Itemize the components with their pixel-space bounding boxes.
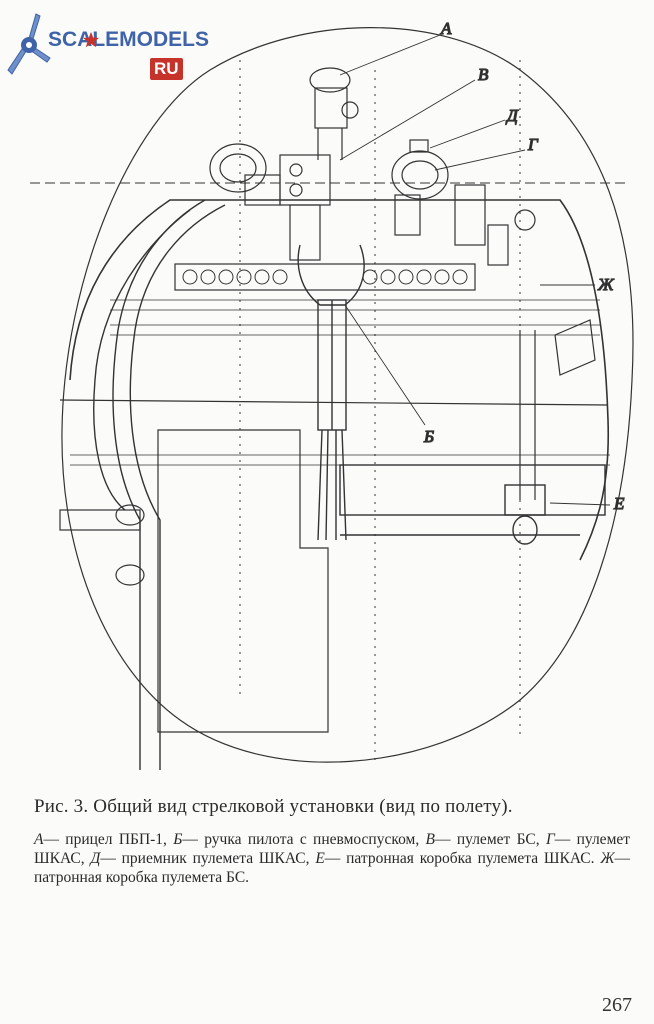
legend-item: В— пулемет БС, <box>426 831 540 848</box>
callout-e: Е <box>613 494 625 513</box>
rivet-row <box>70 299 610 466</box>
bs-machine-gun <box>244 154 331 261</box>
legend-item: А— прицел ПБП-1, <box>34 831 167 848</box>
legend-text: — пулемет БС, <box>435 831 540 848</box>
shkas-receiver <box>409 139 486 246</box>
callout-d: Д <box>505 106 519 125</box>
ammo-holes <box>182 269 468 285</box>
legend-key: Г <box>545 831 555 848</box>
legend-key: Ж <box>600 850 615 867</box>
inner-frame-inner <box>59 399 609 406</box>
gun-installation-drawing: А В Д Г Ж Б Е <box>30 18 634 770</box>
legend-text: — ручка пилота с пневмоспуском, <box>182 831 420 848</box>
page-number: 267 <box>602 994 632 1016</box>
legend-key: Б <box>173 831 183 848</box>
shkas-machine-gun-left <box>209 143 267 193</box>
legend-text: — патронная коробка пулемета ШКАС. <box>324 850 595 867</box>
right-bracket <box>487 209 596 500</box>
legend-key: Д <box>90 850 101 867</box>
feed-chute <box>93 199 226 770</box>
lower-panel <box>157 429 329 733</box>
callout-v: В <box>478 65 489 84</box>
logo-badge: RU <box>150 58 183 80</box>
leader-lines <box>339 34 611 506</box>
shkas-machine-gun-right <box>391 150 449 236</box>
gun-sight <box>309 67 359 160</box>
figure-caption: Рис. 3. Общий вид стрелковой установки (… <box>34 796 513 817</box>
legend-item: Д— приемник пулемета ШКАС, <box>90 850 309 867</box>
callout-g: Г <box>527 135 539 154</box>
legend-text: — патронная коробка пулемета БС. <box>34 850 631 886</box>
legend-key: В <box>425 831 436 848</box>
legend-item: Б— ручка пилота с пневмоспуском, <box>173 831 419 848</box>
legend-key: Е <box>315 850 325 867</box>
center-lines <box>30 60 625 760</box>
legend-item: Г— пулемет ШКАС, <box>34 831 630 867</box>
inner-frame <box>69 199 610 561</box>
fuselage-outline <box>61 27 634 763</box>
propeller-icon <box>7 13 51 75</box>
legend-item: Ж— патронная коробка пулемета БС. <box>34 850 630 886</box>
scalemodels-logo: SCALEMODELS RU <box>6 8 209 88</box>
callout-zh: Ж <box>597 275 615 294</box>
pilot-handle <box>297 244 365 541</box>
ammo-strip <box>174 263 476 291</box>
legend-text: — прицел ПБП-1, <box>43 831 167 848</box>
star-icon <box>82 31 100 48</box>
legend-text: — пулемет ШКАС, <box>34 831 631 867</box>
left-clamps <box>59 504 145 586</box>
logo-text: SCALEMODELS <box>48 28 210 51</box>
figure-legend: А— прицел ПБП-1, Б— ручка пилота с пневм… <box>34 830 630 887</box>
legend-item: Е— патронная коробка пулемета ШКАС. <box>315 850 594 867</box>
legend-key: А <box>34 831 44 848</box>
legend-text: — приемник пулемета ШКАС, <box>100 850 310 867</box>
shkas-ammo-box <box>339 464 606 545</box>
callout-b: Б <box>423 427 434 446</box>
callout-a: А <box>440 19 452 38</box>
